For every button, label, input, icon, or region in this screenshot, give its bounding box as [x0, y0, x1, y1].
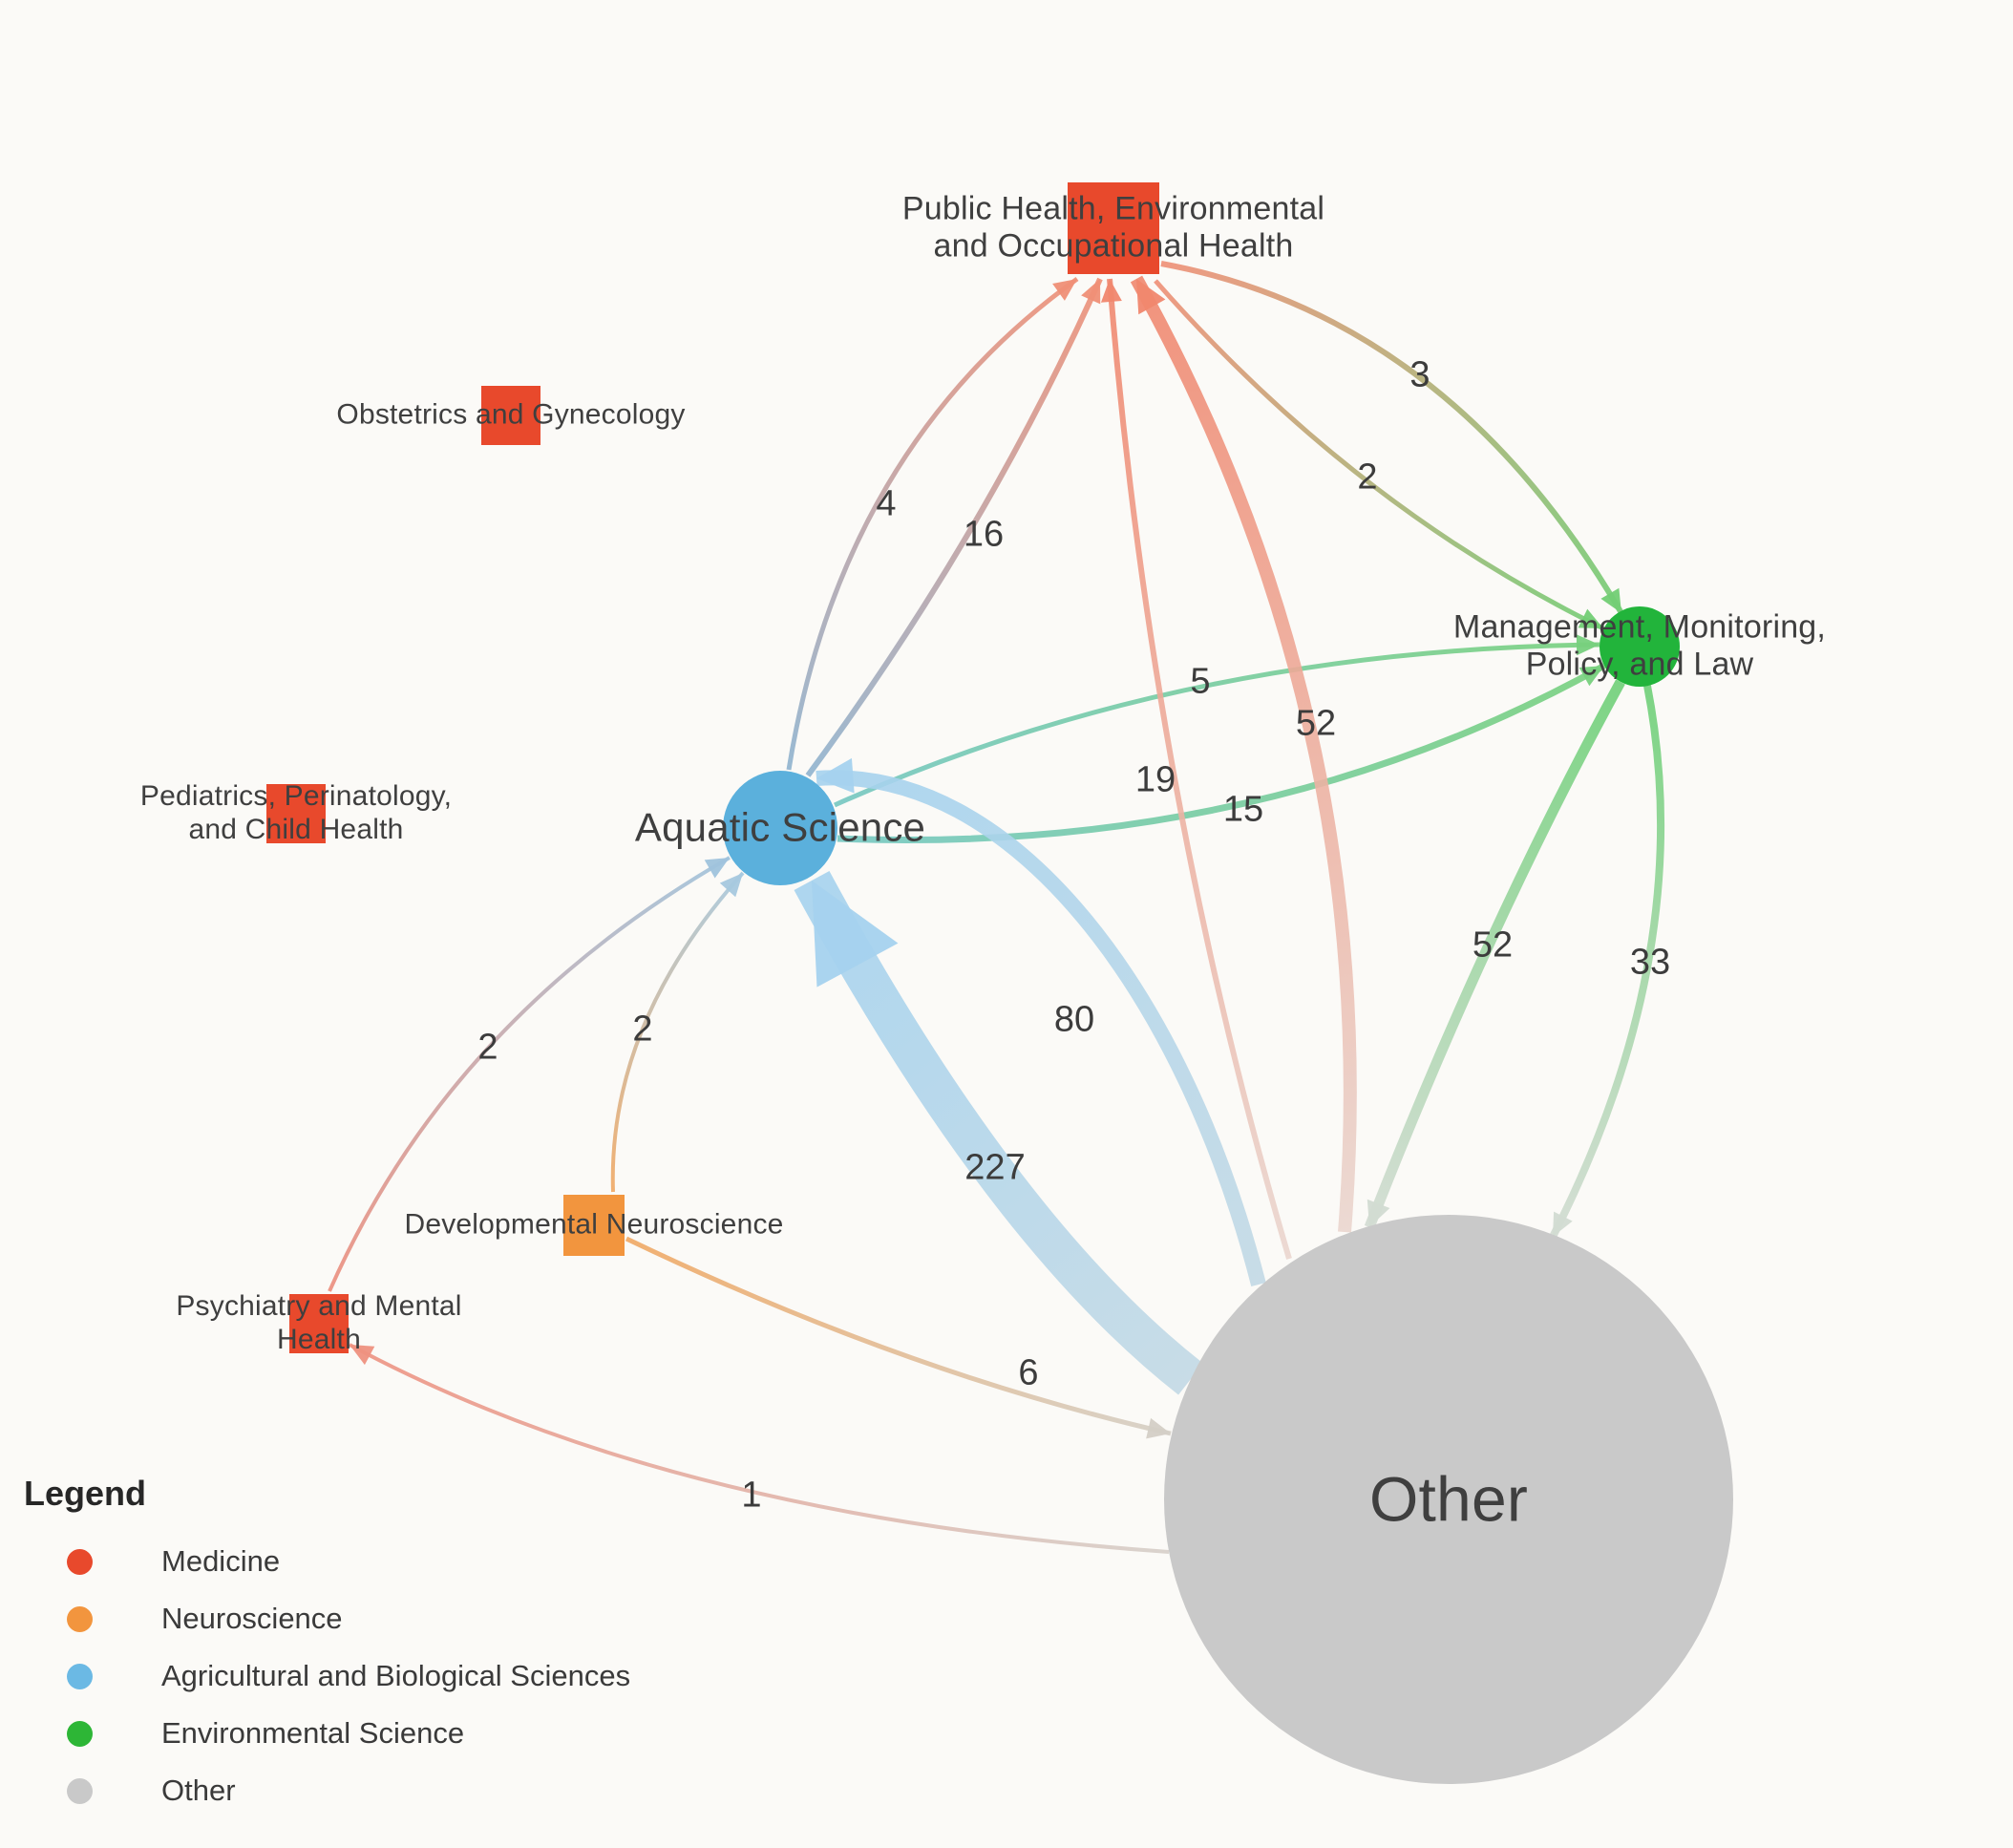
arrowhead-icon — [350, 1345, 375, 1366]
arrowhead-icon — [1578, 608, 1603, 628]
legend: Legend Medicine Neuroscience Agricultura… — [24, 1474, 630, 1819]
arrowhead-icon — [812, 881, 899, 988]
arrowhead-icon — [1553, 1211, 1573, 1237]
legend-dot-agricultural-biological — [67, 1663, 93, 1689]
edge-aquatic-science-to-public-health — [805, 277, 1103, 777]
arrowhead-icon — [704, 858, 730, 879]
node-management[interactable] — [1600, 606, 1680, 687]
arrowhead-icon — [1136, 279, 1166, 315]
arrowhead-icon — [1367, 1199, 1390, 1227]
edge-aquatic-science-to-public-health — [786, 276, 1079, 771]
legend-item-neuroscience: Neuroscience — [24, 1590, 630, 1647]
arrowhead-icon — [1052, 279, 1077, 301]
edge-aquatic-science-to-management — [833, 642, 1600, 808]
edge-other-to-psychiatry — [349, 1343, 1170, 1554]
edge-aquatic-science-to-management — [837, 662, 1606, 843]
edge-psychiatry-to-aquatic-science — [328, 856, 731, 1292]
edge-other-to-aquatic-science — [816, 770, 1266, 1286]
node-developmental-neuroscience[interactable] — [563, 1195, 625, 1256]
node-obstetrics[interactable] — [481, 386, 540, 445]
node-psychiatry[interactable] — [289, 1294, 349, 1353]
node-aquatic-science[interactable] — [723, 771, 837, 885]
node-other[interactable] — [1164, 1215, 1733, 1784]
edge-management-to-other — [1364, 679, 1625, 1229]
arrowhead-icon — [1100, 279, 1122, 303]
arrowhead-icon — [719, 873, 743, 898]
edge-developmental-neuroscience-to-other — [625, 1236, 1172, 1436]
legend-item-label: Neuroscience — [161, 1602, 343, 1635]
legend-item-label: Medicine — [161, 1544, 281, 1578]
edge-developmental-neuroscience-to-aquatic-science — [610, 871, 745, 1193]
legend-dot-other — [67, 1777, 93, 1804]
arrowhead-icon — [1081, 279, 1101, 305]
legend-dot-medicine — [67, 1548, 93, 1575]
legend-item-other: Other — [24, 1762, 630, 1819]
arrowhead-icon — [1579, 666, 1604, 687]
edge-other-to-aquatic-science — [794, 871, 1203, 1395]
arrowhead-icon — [1576, 634, 1600, 656]
edge-other-to-public-health — [1107, 278, 1292, 1260]
arrowhead-icon — [816, 757, 855, 794]
legend-dot-neuroscience — [67, 1605, 93, 1632]
arrowhead-icon — [1600, 587, 1621, 613]
node-pediatrics[interactable] — [266, 784, 326, 843]
legend-item-agricultural-biological: Agricultural and Biological Sciences — [24, 1647, 630, 1705]
legend-dot-environmental-science — [67, 1720, 93, 1747]
legend-item-label: Other — [161, 1774, 236, 1807]
legend-item-label: Environmental Science — [161, 1716, 465, 1750]
legend-title: Legend — [24, 1474, 147, 1513]
legend-item-label: Agricultural and Biological Sciences — [161, 1659, 631, 1692]
edge-other-to-public-health — [1130, 275, 1357, 1233]
edge-public-health-to-management — [1154, 279, 1605, 631]
edge-management-to-other — [1549, 685, 1665, 1239]
arrowhead-icon — [1146, 1417, 1171, 1439]
edge-public-health-to-management — [1160, 261, 1624, 615]
legend-item-environmental-science: Environmental Science — [24, 1705, 630, 1762]
node-public-health[interactable] — [1068, 182, 1159, 274]
legend-item-medicine: Medicine — [24, 1533, 630, 1590]
